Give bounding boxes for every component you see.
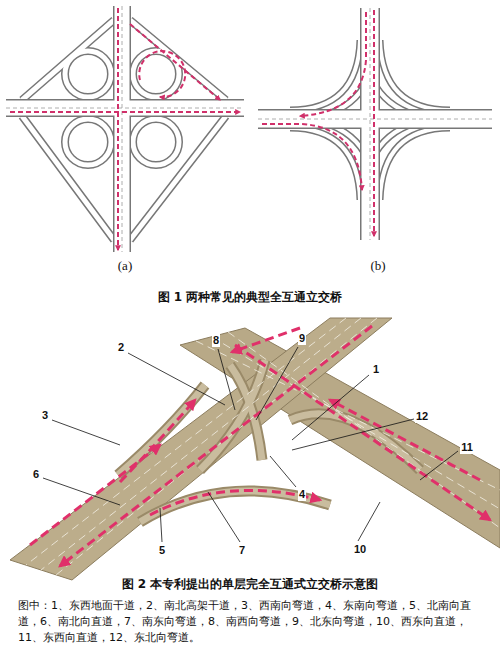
directional-figure (258, 8, 492, 240)
callout-number: 2 (117, 341, 125, 354)
legend-note: 图中：1、东西地面干道，2、南北高架干道，3、西南向弯道，4、东南向弯道，5、北… (18, 598, 488, 646)
callout-number: 5 (158, 544, 166, 557)
callout-number: 10 (353, 543, 367, 556)
callout-number: 9 (298, 332, 306, 345)
figure-caption: 图 1 两种常见的典型全互通立交桥 (158, 289, 343, 306)
callout-number: 1 (372, 363, 380, 376)
subfigure-label: (a) (118, 258, 132, 274)
callout-number: 8 (212, 334, 220, 347)
subfigure-label: (b) (370, 258, 385, 274)
leader-lines (43, 347, 458, 542)
callout-number: 11 (460, 441, 474, 454)
callout-number: 3 (41, 409, 49, 422)
callout-number: 4 (298, 488, 306, 501)
callout-number: 12 (415, 410, 429, 423)
single-level-interchange (10, 318, 500, 580)
callout-number: 6 (32, 468, 40, 481)
cloverleaf-figure (6, 6, 244, 252)
figure-caption: 图 2 本专利提出的单层完全互通式立交桥示意图 (122, 576, 379, 593)
callout-number: 7 (238, 544, 246, 557)
